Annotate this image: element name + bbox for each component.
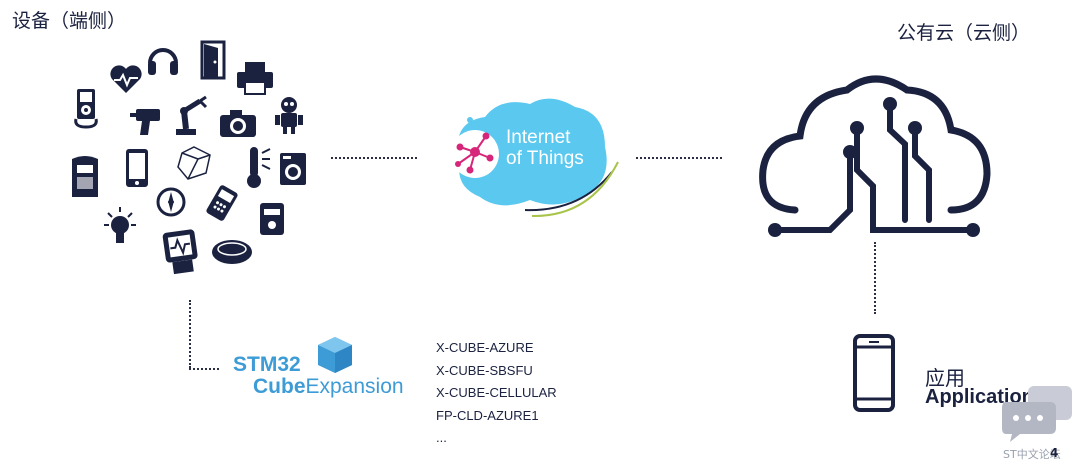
- drill-icon: [130, 109, 160, 135]
- robot-arm-icon: [176, 95, 208, 135]
- devices-label: 设备（端侧）: [12, 10, 127, 32]
- connector-devices-stm32-horizontal: [189, 368, 219, 370]
- package-item: X-CUBE-AZURE: [436, 340, 534, 355]
- package-item: X-CUBE-SBSFU: [436, 362, 533, 378]
- page-number: 4: [1050, 446, 1059, 460]
- payment-terminal-icon: [206, 185, 238, 221]
- robot-vacuum-icon: [212, 240, 252, 264]
- camera-icon: [220, 110, 256, 137]
- cloud-circuit-icon: [759, 75, 991, 237]
- printer-icon: [237, 62, 273, 95]
- connector-devices-stm32-vertical: [189, 300, 191, 368]
- package-item: X-CUBE-CELLULAR: [436, 385, 557, 400]
- connector-devices-iot: [331, 157, 417, 159]
- light-bulb-icon: [104, 207, 136, 243]
- music-player-icon: [74, 89, 98, 129]
- smart-meter-icon: [72, 156, 98, 197]
- iot-blob-graphic: [451, 98, 619, 218]
- cube-text: Cube: [253, 375, 306, 398]
- robot-icon: [275, 97, 303, 134]
- heart-rate-icon: [110, 65, 142, 93]
- iot-line1: Internet: [506, 127, 571, 148]
- application-label-cn: 应用: [925, 366, 965, 390]
- forum-chat-logo-icon: [1002, 386, 1072, 442]
- watermark-text: ST中文论坛: [1003, 448, 1061, 461]
- smartphone-icon: [126, 149, 148, 187]
- package-item: FP-CLD-AZURE1: [436, 407, 539, 423]
- package-item: ...: [436, 430, 447, 445]
- washing-machine-icon: [280, 153, 306, 185]
- meter-box-icon: [260, 203, 284, 235]
- compass-icon: [156, 187, 186, 217]
- device-cluster: [60, 35, 310, 285]
- package-list: X-CUBE-AZURE X-CUBE-SBSFU X-CUBE-CELLULA…: [436, 337, 557, 450]
- cube-logo-icon: [318, 337, 352, 373]
- connector-cloud-app: [874, 242, 876, 314]
- stm32-text: STM32: [233, 353, 301, 376]
- headphones-icon: [148, 48, 178, 75]
- stm32cube-expansion-logo: STM32 CubeExpansion: [233, 335, 423, 405]
- smartwatch-icon: [162, 229, 198, 275]
- thermometer-icon: [247, 147, 271, 188]
- iot-logo: Internet of Things: [440, 92, 620, 222]
- public-cloud-label: 公有云（云侧）: [897, 22, 1031, 44]
- cube-outline-icon: [177, 146, 211, 180]
- iot-line2: of Things: [506, 148, 584, 169]
- application-phone-icon: [853, 334, 895, 412]
- connector-iot-cloud: [636, 157, 722, 159]
- door-icon: [200, 40, 226, 80]
- expansion-text: Expansion: [305, 375, 404, 398]
